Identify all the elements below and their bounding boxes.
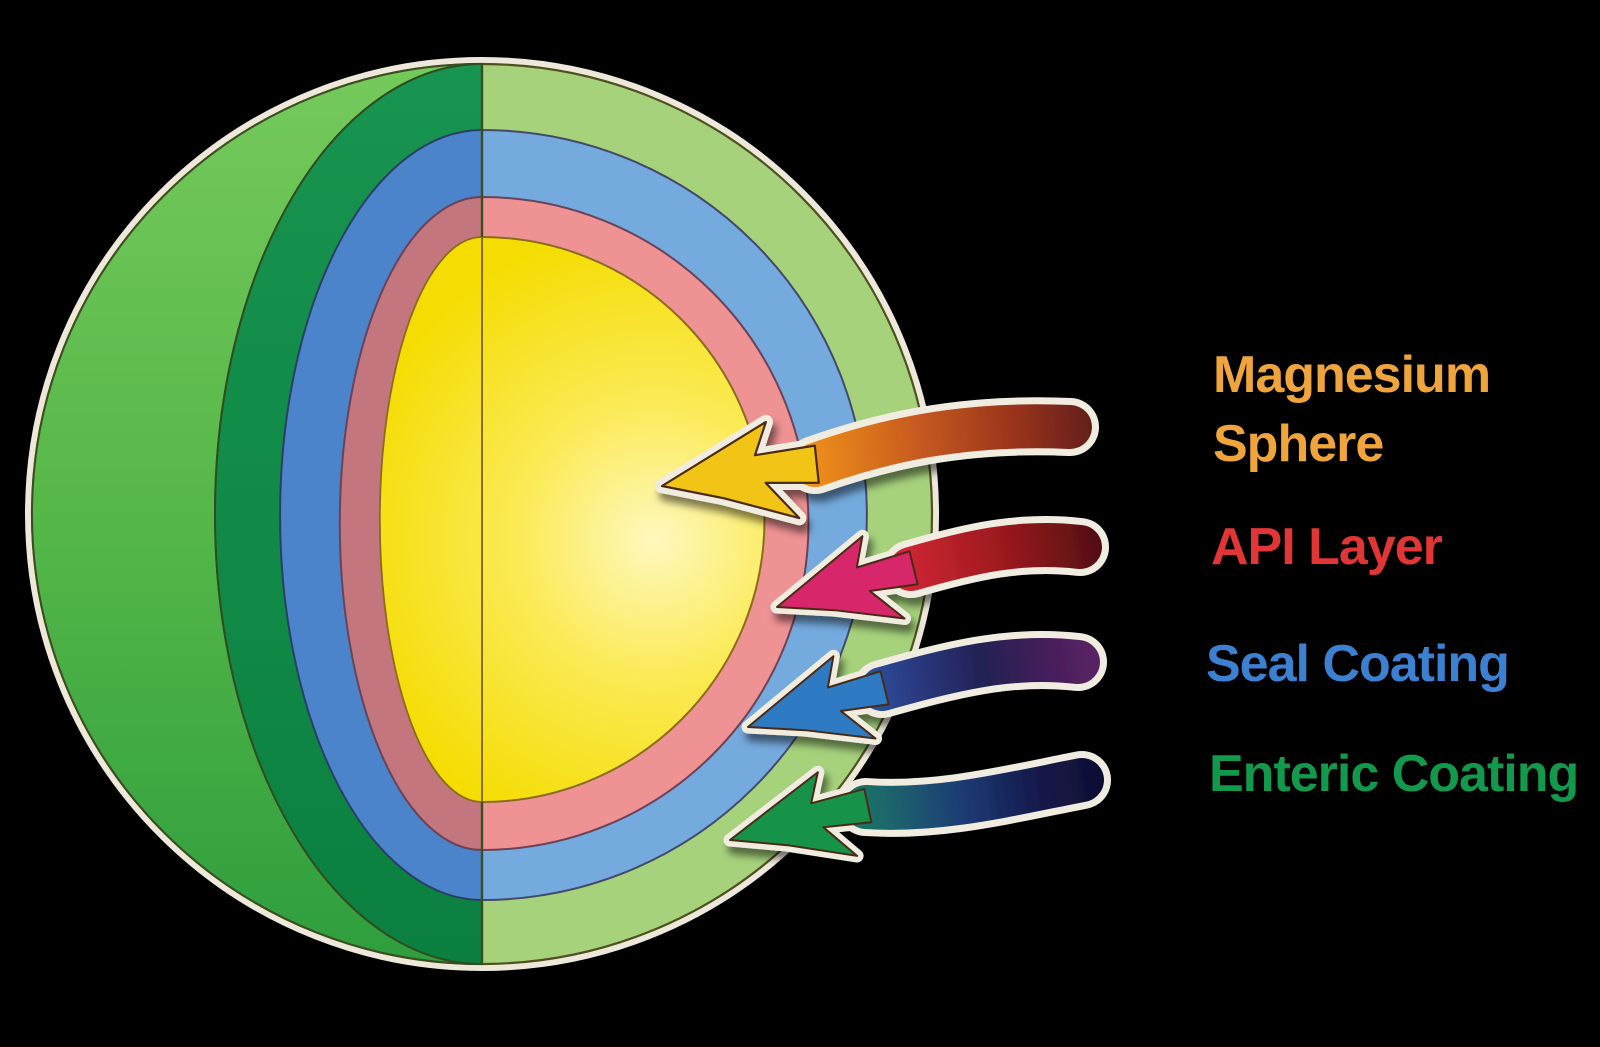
label-magnesium-sphere: Magnesium Sphere: [1213, 346, 1491, 473]
arrow-enteric-coating: [720, 751, 1111, 882]
arrow-seal-coating: [736, 630, 1107, 768]
label-api-layer: API Layer: [1211, 518, 1443, 576]
pellet-sphere: [25, 57, 939, 971]
magnesium-core-face: [481, 235, 766, 804]
arrow-api-layer: [765, 515, 1109, 648]
label-seal-coating: Seal Coating: [1206, 635, 1510, 693]
label-enteric-coating: Enteric Coating: [1209, 745, 1579, 803]
magnesium-core-cut-face: [378, 236, 483, 803]
sphere-outer-halo: [25, 57, 939, 971]
arrow-magnesium-sphere: [656, 397, 1099, 532]
